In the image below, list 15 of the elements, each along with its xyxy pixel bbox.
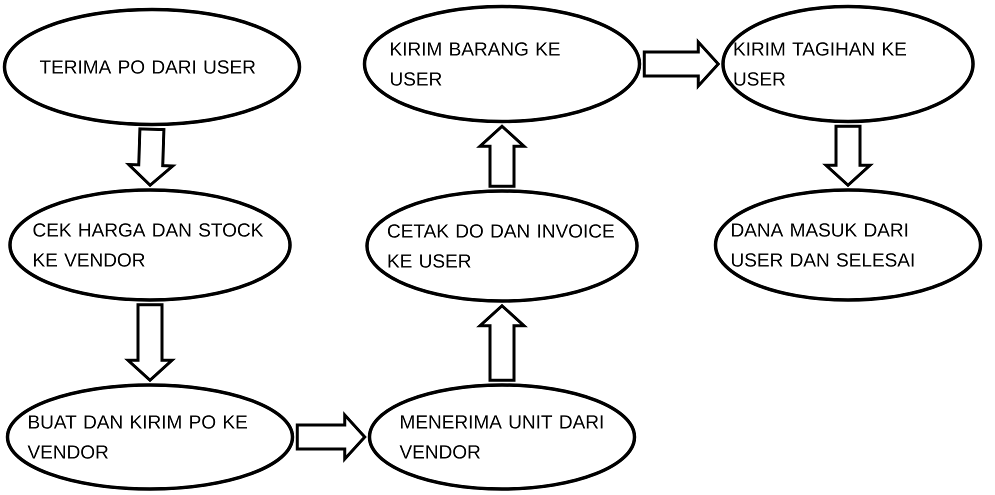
block-arrow xyxy=(642,38,720,90)
ellipse-node: KIRIM BARANG KE USER xyxy=(362,4,642,124)
block-arrow xyxy=(476,124,528,188)
ellipse-node: DANA MASUK DARI USER DAN SELESAI xyxy=(714,188,982,302)
block-arrow xyxy=(296,411,367,463)
ellipse-node: CEK HARGA DAN STOCK KE VENDOR xyxy=(8,188,292,302)
ellipse-node: CETAK DO DAN INVOICE KE USER xyxy=(365,189,639,303)
ellipse-node: KIRIM TAGIHAN KE USER xyxy=(721,4,975,124)
ellipse-node: TERIMA PO DARI USER xyxy=(2,8,302,126)
block-arrow xyxy=(124,303,176,382)
block-arrow xyxy=(476,304,528,382)
ellipse-node: MENERIMA UNIT DARI VENDOR xyxy=(368,383,636,491)
block-arrow xyxy=(124,127,177,188)
ellipse-node: BUAT DAN KIRIM PO KE VENDOR xyxy=(6,383,294,491)
block-arrow xyxy=(822,124,874,188)
